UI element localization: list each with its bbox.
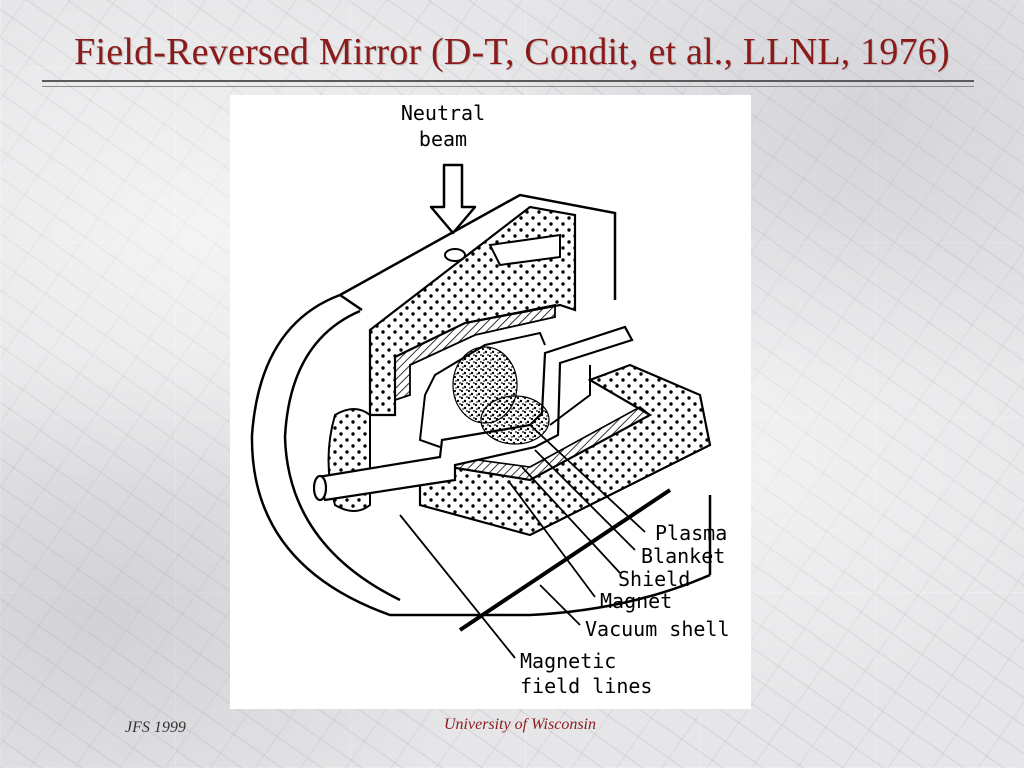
- label-plasma: Plasma: [655, 521, 727, 545]
- label-magnetic-field-lines-line2: field lines: [520, 674, 652, 698]
- axis-tube: [312, 325, 634, 502]
- inner-chamber: [418, 331, 591, 448]
- reactor-diagram: Neutral beam: [230, 95, 751, 709]
- beam-port: [444, 248, 466, 262]
- label-leaders: [399, 424, 646, 659]
- footer-institution: University of Wisconsin: [444, 716, 596, 733]
- label-shield: Shield: [618, 567, 690, 591]
- reactor-cutaway-drawing: Neutral beam: [250, 101, 730, 698]
- neutral-beam-arrow: [429, 163, 477, 235]
- title-divider: [42, 80, 974, 87]
- label-blanket: Blanket: [641, 544, 725, 568]
- label-neutral-beam-line2: beam: [419, 127, 467, 151]
- vacuum-shell-line: [458, 488, 672, 632]
- label-magnet: Magnet: [600, 589, 672, 613]
- footer-author-year: JFS 1999: [125, 719, 186, 736]
- slide-title: Field-Reversed Mirror (D-T, Condit, et a…: [74, 31, 950, 73]
- plasma: [452, 346, 550, 445]
- shield-top: [394, 303, 556, 402]
- label-neutral-beam-line1: Neutral: [401, 101, 485, 125]
- outer-cylinder: [250, 193, 712, 617]
- label-magnetic-field-lines-line1: Magnetic: [520, 649, 616, 673]
- label-vacuum-shell: Vacuum shell: [585, 617, 730, 641]
